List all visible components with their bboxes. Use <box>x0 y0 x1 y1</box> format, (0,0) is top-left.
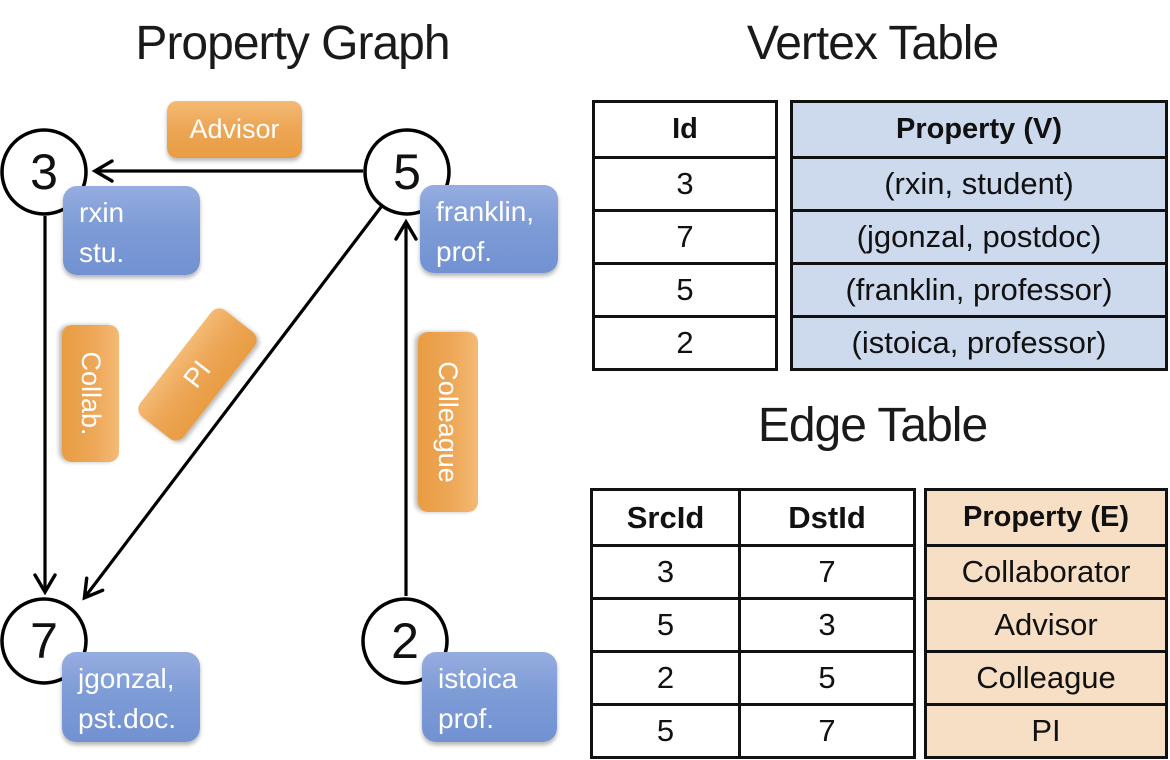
node-2-property-line1: istoica <box>438 663 518 694</box>
vertex-table-title: Vertex Table <box>746 17 999 70</box>
node-3-property-box: rxin stu. <box>63 186 200 275</box>
edge-table-property-cell: Collaborator <box>927 544 1165 597</box>
node-7-property-box: jgonzal, pst.doc. <box>62 652 200 742</box>
node-3-property-line1: rxin <box>79 197 125 228</box>
node-5-property-line2: prof. <box>436 235 493 267</box>
node-2-id: 2 <box>391 613 419 669</box>
edge-table-property-header: Property (E) <box>927 491 1165 544</box>
edge-table-srcid-cell: 5 <box>593 706 741 756</box>
vertex-table-id-cell: 7 <box>595 209 775 262</box>
vertex-table-id-header: Id <box>672 113 698 145</box>
edge-label-advisor: Advisor <box>167 101 302 158</box>
node-3-id: 3 <box>30 144 58 200</box>
edge-table-dstid-cell: 7 <box>818 713 836 748</box>
node-3-property-line2: stu. <box>79 236 125 268</box>
edge-label-colleague: Colleague <box>418 332 478 512</box>
vertex-table-id-cell: 3 <box>595 156 775 209</box>
node-5-property-box: franklin, prof. <box>420 185 558 273</box>
vertex-table-property-cell: (jgonzal, postdoc) <box>793 209 1165 262</box>
edge-table-dstid-cell: 7 <box>818 554 836 589</box>
edge-table-id-columns: SrcId DstId 3 7 5 3 2 5 5 7 <box>590 488 916 759</box>
vertex-table-property-header: Property (V) <box>793 103 1165 156</box>
edge-table-property-cell: PI <box>927 703 1165 756</box>
vertex-table-property-cell: (istoica, professor) <box>793 315 1165 368</box>
vertex-table-id-cell: 2 <box>595 315 775 368</box>
edge-table-property-cell: Colleague <box>927 650 1165 703</box>
edge-table-dstid-cell: 5 <box>818 660 836 695</box>
node-7-id: 7 <box>30 613 58 669</box>
edge-table-title: Edge Table <box>757 399 988 452</box>
node-7-property-line2: pst.doc. <box>78 702 177 734</box>
edge-table-srcid-cell: 2 <box>593 653 741 703</box>
edge-table-srcid-cell: 3 <box>593 547 741 597</box>
node-5-property-line1: franklin, <box>436 196 535 227</box>
edge-table-property-cell: Advisor <box>927 597 1165 650</box>
vertex-table-id-cell: 5 <box>595 262 775 315</box>
edge-pi-arrow <box>82 206 383 601</box>
vertex-table-id-column: Id 3 7 5 2 <box>592 100 778 371</box>
edge-table-srcid-cell: 5 <box>593 600 741 650</box>
edge-table-dstid-header: DstId <box>788 499 866 535</box>
property-graph-title: Property Graph <box>135 17 450 70</box>
node-2-property-box: istoica prof. <box>422 652 557 742</box>
edge-table-dstid-cell: 3 <box>818 607 836 642</box>
vertex-table-property-column: Property (V) (rxin, student) (jgonzal, p… <box>790 100 1168 371</box>
edge-table-property-column: Property (E) Collaborator Advisor Collea… <box>924 488 1168 759</box>
edge-label-collab: Collab. <box>62 325 119 462</box>
node-2-property-line2: prof. <box>438 702 495 734</box>
node-7-property-line1: jgonzal, <box>78 663 175 694</box>
edge-table-srcid-header: SrcId <box>593 491 741 544</box>
node-5-id: 5 <box>393 144 421 200</box>
vertex-table-property-cell: (franklin, professor) <box>793 262 1165 315</box>
vertex-table-property-cell: (rxin, student) <box>793 156 1165 209</box>
